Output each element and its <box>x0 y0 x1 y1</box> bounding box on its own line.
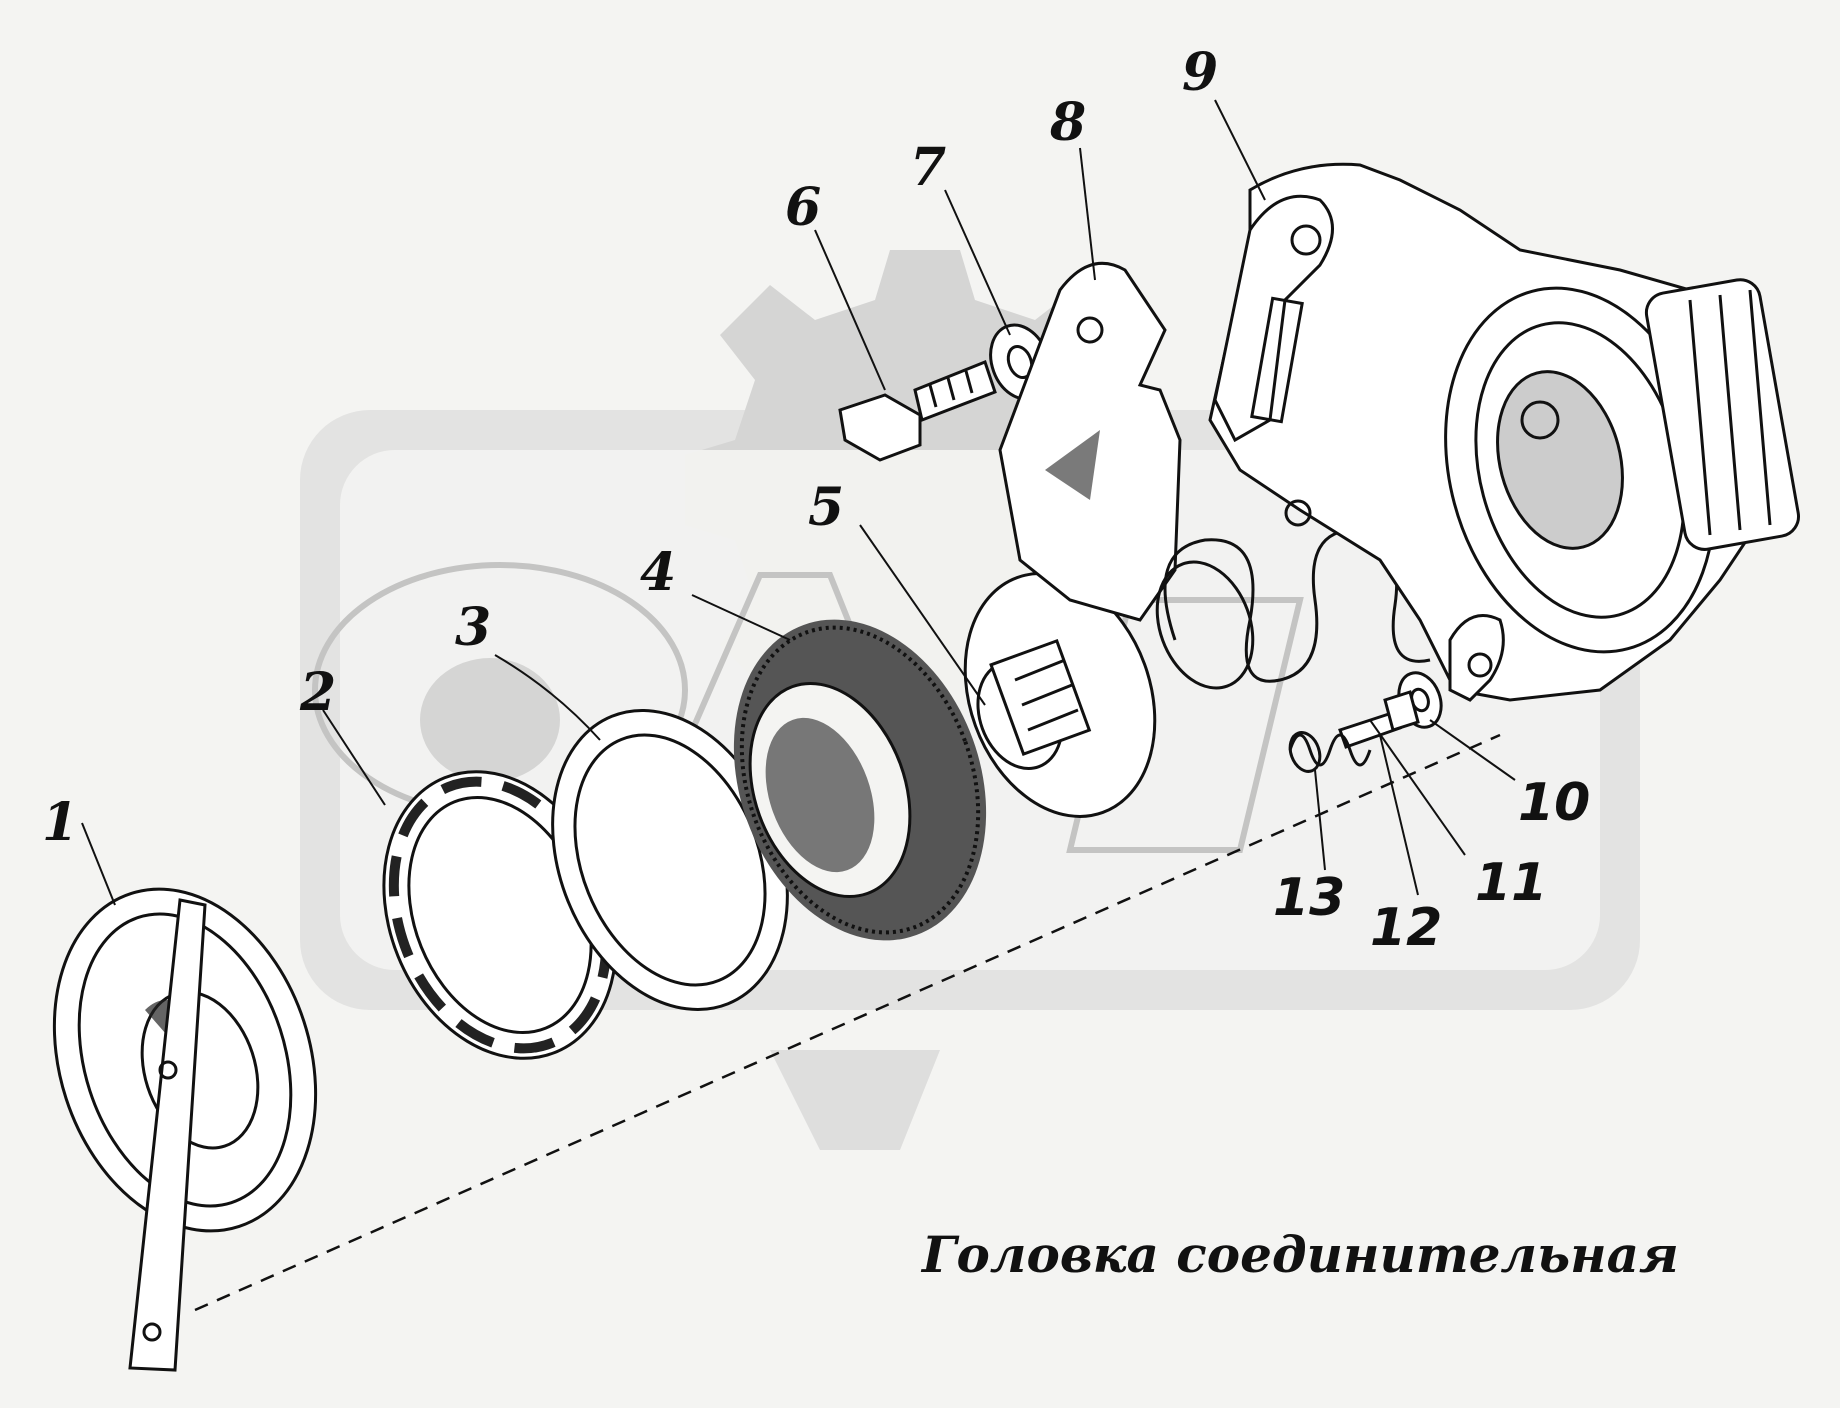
part-label-10: 10 <box>1518 773 1590 833</box>
part-label-1: 1 <box>42 792 78 853</box>
part-8-bracket <box>998 261 1182 622</box>
part-label-6: 6 <box>785 177 821 238</box>
part-label-7: 7 <box>910 137 946 198</box>
part-12-screw <box>1338 690 1420 749</box>
diagram-caption: Головка соединительная <box>920 1225 1679 1284</box>
part-label-13: 13 <box>1273 868 1345 928</box>
part-4-seal <box>733 619 987 941</box>
part-13-spring <box>1288 731 1372 773</box>
part-label-12: 12 <box>1370 898 1442 958</box>
part-label-4: 4 <box>640 542 676 603</box>
part-label-5: 5 <box>808 477 844 538</box>
part-label-2: 2 <box>299 662 336 723</box>
leader-lines <box>81 99 1516 906</box>
part-label-3: 3 <box>455 597 491 658</box>
part-labels: 1 2 3 4 5 6 7 8 9 10 11 12 13 <box>42 42 1590 958</box>
part-label-11: 11 <box>1475 853 1547 913</box>
part-9-housing <box>1208 162 1800 702</box>
part-label-8: 8 <box>1049 92 1086 153</box>
part-label-9: 9 <box>1182 42 1218 103</box>
part-5-valve <box>963 572 1157 818</box>
assembly-axis-line <box>194 733 1501 1312</box>
part-1-cover <box>52 887 318 1372</box>
part-6-bolt <box>838 360 997 462</box>
part-3-gasket <box>551 708 789 1012</box>
